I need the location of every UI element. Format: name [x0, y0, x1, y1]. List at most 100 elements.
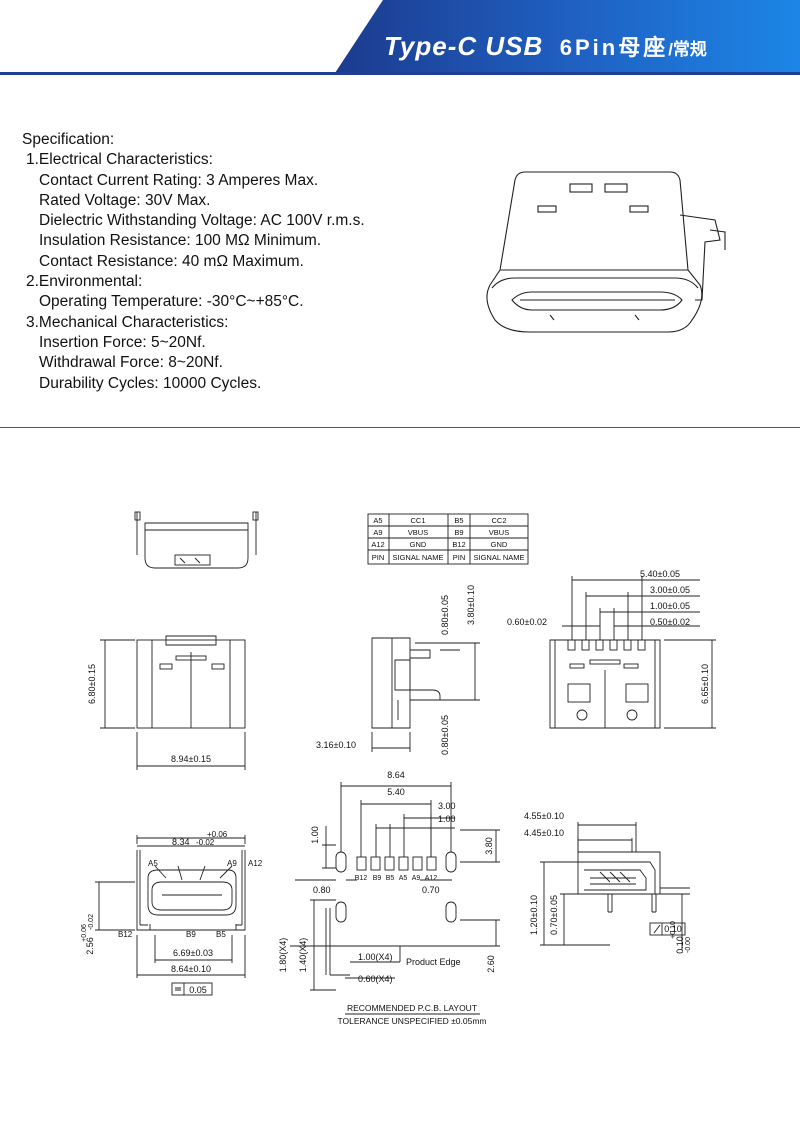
dim-pcb-0-70: 0.70 — [422, 885, 440, 895]
pcb-pin-label: B12 — [355, 875, 368, 882]
dim-sv-010: 0.10 — [675, 936, 685, 954]
pin-cell: VBUS — [489, 528, 509, 537]
pin-label-a9: A9 — [227, 859, 237, 868]
dim-side-height: 3.80±0.10 — [466, 585, 476, 625]
dim-side-bottom: 0.80±0.05 — [440, 715, 450, 755]
spec-section-mechanical: 3.Mechanical Characteristics: — [26, 313, 229, 331]
pin-label-b12: B12 — [118, 930, 133, 939]
note-pcb-layout: RECOMMENDED P.C.B. LAYOUT — [347, 1003, 477, 1013]
spec-item: Insulation Resistance: 100 MΩ Minimum. — [39, 232, 322, 250]
spec-item: Insertion Force: 5~20Nf. — [39, 333, 206, 351]
spec-item: Contact Current Rating: 3 Amperes Max. — [39, 171, 319, 189]
dim-sv-010-dn: -0.00 — [685, 937, 692, 953]
note-tolerance: TOLERANCE UNSPECIFIED ±0.05mm — [337, 1016, 486, 1026]
dim-sv-0-70: 0.70±0.05 — [549, 895, 559, 935]
pin-cell: A9 — [373, 528, 382, 537]
flatness-value: 0.05 — [189, 985, 207, 995]
spec-section-electrical: 1.Electrical Characteristics: — [26, 151, 213, 169]
pin-cell: SIGNAL NAME — [474, 553, 525, 562]
dim-top-6-65: 6.65±0.10 — [700, 664, 710, 704]
section-view — [540, 822, 690, 950]
header-underline — [0, 72, 800, 75]
title-pin: 6Pin母座 — [559, 35, 669, 60]
pin-label-a12: A12 — [248, 859, 263, 868]
dim-front-height: 6.80±0.15 — [87, 664, 97, 704]
spec-item: Contact Resistance: 40 mΩ Maximum. — [39, 252, 304, 270]
dim-top-1-00: 1.00±0.05 — [650, 601, 690, 611]
technical-drawings: 6.80±0.15 8.94±0.15 A5 CC1 B5 CC2 A9 VBU… — [81, 511, 716, 1026]
pin-cell: SIGNAL NAME — [393, 553, 444, 562]
pin-cell: CC1 — [410, 516, 425, 525]
pin-cell: GND — [491, 540, 508, 549]
dim-end-tol-dn: -0.02 — [196, 838, 215, 847]
dim-end-inner: 6.69±0.03 — [173, 948, 213, 958]
pin-cell: B9 — [454, 528, 463, 537]
dim-sv-4-45: 4.45±0.10 — [524, 828, 564, 838]
pin-cell: GND — [410, 540, 427, 549]
spec-item: Durability Cycles: 10000 Cycles. — [39, 374, 262, 392]
pin-cell: CC2 — [491, 516, 506, 525]
dim-top-0-60: 0.60±0.02 — [507, 617, 547, 627]
dim-top-5-40: 5.40±0.05 — [640, 569, 680, 579]
pin-label-a5: A5 — [148, 859, 158, 868]
dim-pcb-0-80: 0.80 — [313, 885, 331, 895]
header-banner: Type-C USB 6Pin母座/常规 — [0, 0, 800, 78]
dim-front-width: 8.94±0.15 — [171, 754, 211, 764]
dim-pcb-3-80: 3.80 — [484, 837, 494, 855]
pin-cell: VBUS — [408, 528, 428, 537]
pcb-pin-label: A12 — [425, 875, 438, 882]
pcb-layout-drawing — [290, 782, 500, 991]
dim-pcb-3-00: 3.00 — [438, 801, 456, 811]
dim-end-width: 8.34 — [172, 837, 190, 847]
section-divider — [0, 427, 800, 428]
dim-pcb-1-80: 1.80(X4) — [278, 938, 288, 973]
dim-pcb-0-60-x4: 0.60(X4) — [358, 974, 393, 984]
pin-signal-table — [367, 513, 529, 565]
dim-sv-1-20: 1.20±0.10 — [529, 895, 539, 935]
pin-cell: PIN — [453, 553, 466, 562]
dim-top-3-00: 3.00±0.05 — [650, 585, 690, 595]
side-view — [371, 637, 480, 752]
pcb-pin-label: A9 — [412, 875, 421, 882]
back-view — [549, 576, 716, 729]
pcb-pin-label: B5 — [386, 875, 395, 882]
pin-label-b5: B5 — [216, 930, 226, 939]
title-main: Type-C USB — [384, 31, 544, 61]
top-view-small — [134, 511, 259, 569]
dim-pcb-2-60: 2.60 — [486, 955, 496, 973]
pcb-pin-label: A5 — [399, 875, 408, 882]
spec-item: Operating Temperature: -30°C~+85°C. — [39, 293, 304, 311]
page-title: Type-C USB 6Pin母座/常规 — [384, 30, 707, 62]
specification-block: Specification: 1.Electrical Characterist… — [22, 130, 365, 394]
pin-cell: B5 — [454, 516, 463, 525]
title-sub: /常规 — [668, 40, 707, 59]
pin-cell: B12 — [452, 540, 465, 549]
spec-item: Rated Voltage: 30V Max. — [39, 191, 211, 209]
dim-sv-010-up: +0.10 — [670, 921, 677, 939]
pcb-pin-label: B9 — [373, 875, 382, 882]
pin-cell: A12 — [371, 540, 384, 549]
dim-end-tol-up: +0.06 — [207, 830, 228, 839]
dim-sv-4-55: 4.55±0.10 — [524, 811, 564, 821]
dim-end-height: 2.56 — [85, 937, 95, 955]
label-product-edge: Product Edge — [406, 957, 461, 967]
dim-top-0-50: 0.50±0.02 — [650, 617, 690, 627]
spec-item: Withdrawal Force: 8~20Nf. — [39, 354, 223, 372]
pin-table-cells: A5 CC1 B5 CC2 A9 VBUS B9 VBUS A12 GND B1… — [371, 516, 524, 562]
pin-cell: PIN — [372, 553, 385, 562]
spec-section-environmental: 2.Environmental: — [26, 273, 143, 291]
dim-pcb-1-00-left: 1.00 — [310, 826, 320, 844]
front-view — [100, 635, 246, 770]
dim-pcb-1-00-x4: 1.00(X4) — [358, 952, 393, 962]
pin-cell: A5 — [373, 516, 382, 525]
dim-pcb-5-40: 5.40 — [387, 787, 405, 797]
spec-heading: Specification: — [22, 131, 115, 148]
dim-end-outer: 8.64±0.10 — [171, 964, 211, 974]
dim-pcb-1-00: 1.00 — [438, 814, 456, 824]
end-view — [95, 835, 246, 996]
dim-end-h-tol-dn: -0.02 — [88, 914, 95, 930]
pin-label-b9: B9 — [186, 930, 196, 939]
dim-pcb-1-40: 1.40(X4) — [298, 938, 308, 973]
gdt-flatness: 0.10 — [664, 924, 682, 934]
dim-side-depth: 3.16±0.10 — [316, 740, 356, 750]
